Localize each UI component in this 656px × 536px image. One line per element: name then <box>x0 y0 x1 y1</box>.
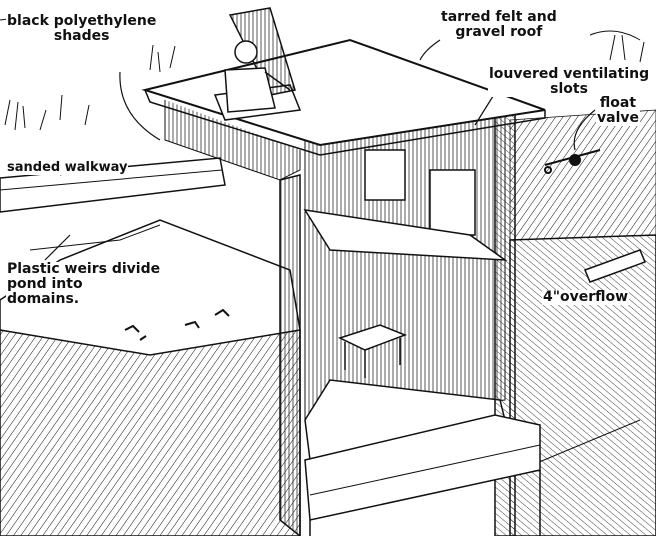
label-vents-line1: louvered ventilating <box>489 66 650 82</box>
foundation-edge <box>309 444 541 496</box>
person-figure <box>224 40 291 113</box>
label-weirs-line3: domains. <box>7 291 80 307</box>
window <box>364 149 406 201</box>
label-valve: float valve <box>596 96 640 126</box>
pond-fish <box>124 308 230 341</box>
label-shades: black polyethylene shades <box>6 13 158 44</box>
label-weirs: Plastic weirs divide pond into domains. <box>6 261 162 307</box>
label-valve-line1: float <box>599 95 637 111</box>
label-weirs-line1: Plastic weirs divide <box>7 261 161 277</box>
foundation-sides <box>309 470 541 536</box>
walkway <box>0 157 226 213</box>
foundation <box>304 414 541 521</box>
roof-fascia-left <box>164 100 301 181</box>
stool <box>337 324 408 378</box>
ground-right-surface <box>509 109 656 241</box>
label-roof-line2: gravel roof <box>455 24 543 40</box>
label-roof-line1: tarred felt and <box>441 9 557 25</box>
label-shades-line1: black polyethylene <box>7 13 157 29</box>
label-vents-line2: slots <box>550 81 588 97</box>
label-overflow: 4"overflow <box>542 289 630 305</box>
ground-left <box>0 329 301 536</box>
float-valve <box>544 149 601 174</box>
label-roof: tarred felt and gravel roof <box>440 10 558 40</box>
roof-edge <box>144 89 546 156</box>
label-valve-line2: valve <box>597 110 639 126</box>
shelf <box>303 209 508 261</box>
label-walkway: sanded walkway <box>6 160 129 175</box>
pond-weir <box>29 224 161 251</box>
walkway-edge <box>0 169 223 191</box>
ground-right <box>509 234 656 536</box>
window-panel <box>429 169 476 236</box>
wall-left-face <box>279 174 301 536</box>
overflow-pipe <box>584 249 646 283</box>
label-shades-line2: shades <box>53 28 110 44</box>
label-vents: louvered ventilating slots <box>488 66 651 97</box>
label-weirs-line2: pond into <box>7 276 83 292</box>
